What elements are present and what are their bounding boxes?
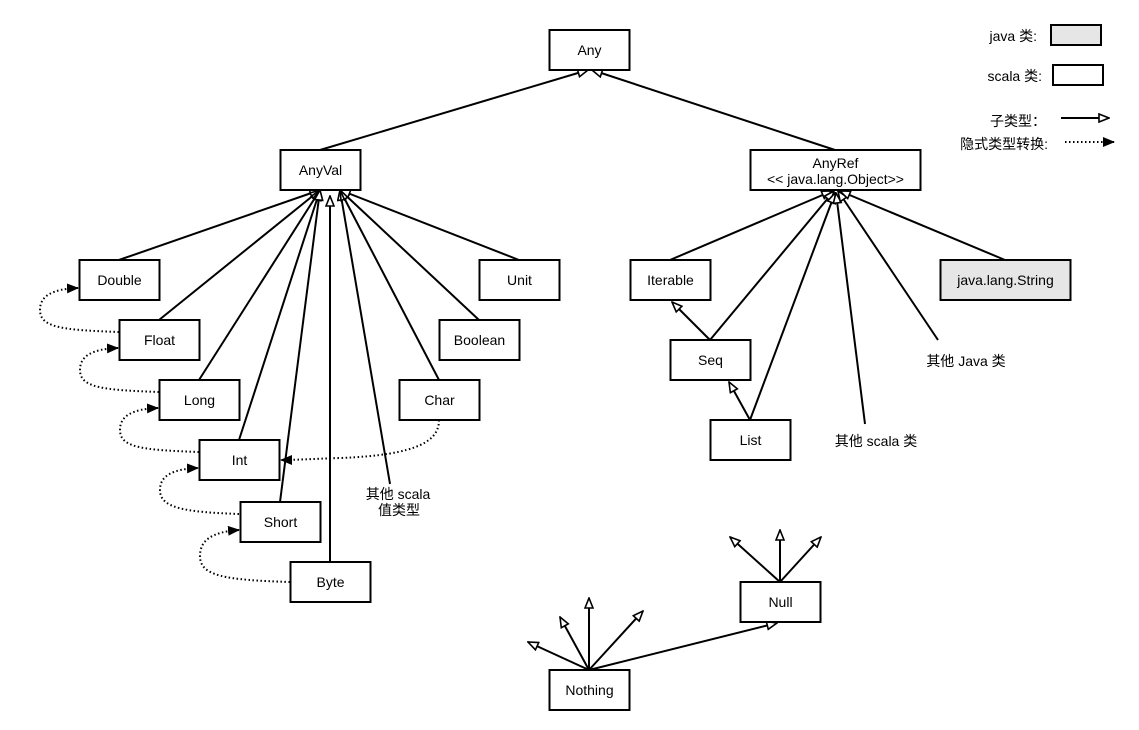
anyref-label-line1: AnyRef xyxy=(813,155,859,171)
other-java-classes-label: 其他 Java 类 xyxy=(926,353,1005,369)
edge-double-anyval xyxy=(118,190,320,261)
node-short: Short xyxy=(239,501,322,543)
node-null: Null xyxy=(739,581,822,623)
char-label: Char xyxy=(424,392,455,408)
edge-anyref-any xyxy=(592,70,836,151)
implicit-float-double xyxy=(38,283,120,333)
edge-nothing-up2 xyxy=(560,617,590,671)
node-boolean: Boolean xyxy=(438,319,521,361)
short-label: Short xyxy=(264,514,298,530)
implicit-conversion-edges xyxy=(38,283,440,583)
node-seq: Seq xyxy=(669,339,752,381)
anyref-label-line2: << java.lang.Object>> xyxy=(767,171,904,187)
node-list: List xyxy=(709,419,792,461)
other-value-types-label-line1: 其他 scala xyxy=(366,486,431,502)
any-box xyxy=(548,29,631,71)
null-box xyxy=(739,581,822,623)
short-box xyxy=(239,501,322,543)
edge-long-anyval xyxy=(198,190,320,381)
implicit-char-int xyxy=(280,419,440,465)
double-label: Double xyxy=(97,272,142,288)
edge-seq-iterable xyxy=(672,302,711,341)
string-box xyxy=(939,259,1072,301)
null-label: Null xyxy=(768,594,792,610)
anyref-box xyxy=(749,149,922,191)
long-label: Long xyxy=(184,392,215,408)
edge-anyval-any xyxy=(319,70,588,151)
legend: java 类: scala 类: 子类型： 隐式类型转换: xyxy=(960,24,1115,152)
byte-box xyxy=(289,561,372,603)
node-iterable: Iterable xyxy=(629,259,712,301)
edge-char-anyval xyxy=(340,190,440,381)
any-label: Any xyxy=(577,42,601,58)
edge-nothing-null xyxy=(588,623,777,671)
node-double: Double xyxy=(78,259,161,301)
edge-list-anyref xyxy=(749,193,835,421)
node-unit: Unit xyxy=(478,259,561,301)
legend-java-label: java 类: xyxy=(989,28,1037,44)
iterable-label: Iterable xyxy=(647,272,694,288)
node-anyref: AnyRef << java.lang.Object>> xyxy=(749,149,922,191)
implicit-short-int xyxy=(158,463,240,515)
edge-list-seq xyxy=(729,382,751,421)
float-label: Float xyxy=(144,332,175,348)
edge-iterable-anyref xyxy=(669,190,832,261)
node-char: Char xyxy=(398,379,481,421)
list-box xyxy=(709,419,792,461)
edge-short-anyval xyxy=(279,190,320,503)
seq-label: Seq xyxy=(698,352,723,368)
unit-box xyxy=(478,259,561,301)
implicit-int-long xyxy=(118,403,200,453)
anyval-box xyxy=(279,149,362,191)
unit-label: Unit xyxy=(507,272,532,288)
node-anyval: AnyVal xyxy=(279,149,362,191)
edge-otherjava-anyref xyxy=(838,191,939,341)
node-nothing: Nothing xyxy=(548,669,631,711)
legend-scala-swatch xyxy=(1052,64,1104,86)
node-byte: Byte xyxy=(289,561,372,603)
byte-label: Byte xyxy=(316,574,344,590)
boolean-label: Boolean xyxy=(454,332,505,348)
edge-boolean-anyval xyxy=(340,190,480,321)
legend-scala-label: scala 类: xyxy=(988,68,1042,84)
legend-implicit-label: 隐式类型转换: xyxy=(960,136,1048,152)
edge-nothing-up4 xyxy=(588,611,643,671)
implicit-long-float xyxy=(78,343,160,393)
seq-box xyxy=(669,339,752,381)
edge-string-anyref xyxy=(840,190,1006,261)
other-scala-classes-label: 其他 scala 类 xyxy=(835,433,917,449)
int-box xyxy=(198,439,281,481)
node-any: Any xyxy=(548,29,631,71)
subtype-edges xyxy=(118,70,1006,671)
edge-float-anyval xyxy=(158,190,320,321)
nothing-box xyxy=(548,669,631,711)
node-string: java.lang.String xyxy=(939,259,1072,301)
node-long: Long xyxy=(158,379,241,421)
double-box xyxy=(78,259,161,301)
iterable-box xyxy=(629,259,712,301)
long-box xyxy=(158,379,241,421)
edge-int-anyval xyxy=(238,190,320,441)
int-label: Int xyxy=(232,452,248,468)
other-value-types-label-line2: 值类型 xyxy=(378,502,420,518)
edge-null-up3 xyxy=(779,537,821,583)
boolean-box xyxy=(438,319,521,361)
char-box xyxy=(398,379,481,421)
edge-seq-anyref xyxy=(709,191,834,341)
legend-subtype-label: 子类型： xyxy=(990,113,1046,129)
edge-nothing-up1 xyxy=(528,641,590,671)
edge-null-up1 xyxy=(730,537,781,583)
node-int: Int xyxy=(198,439,281,481)
string-label: java.lang.String xyxy=(956,272,1054,288)
anyval-label: AnyVal xyxy=(299,162,342,178)
edge-otherscala-anyref xyxy=(836,193,866,425)
float-box xyxy=(118,319,201,361)
edge-othervalue-anyval xyxy=(340,190,391,485)
node-float: Float xyxy=(118,319,201,361)
nothing-label: Nothing xyxy=(565,682,613,698)
list-label: List xyxy=(740,432,762,448)
edge-unit-anyval xyxy=(340,189,520,261)
legend-java-swatch xyxy=(1050,24,1102,46)
